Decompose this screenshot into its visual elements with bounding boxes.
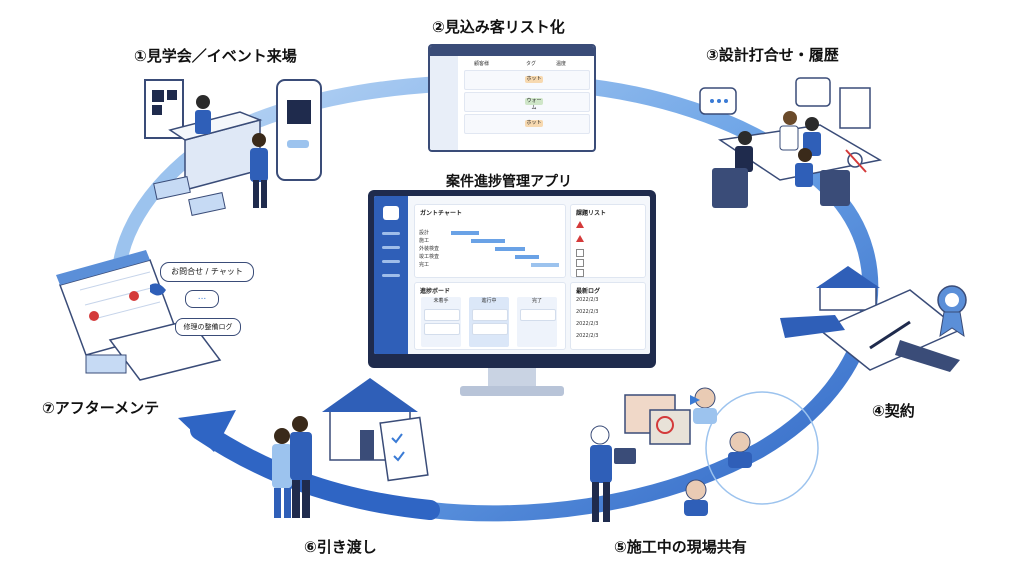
- gantt-row-label: 外装検査: [419, 246, 440, 252]
- sidebar-item[interactable]: [382, 246, 400, 249]
- step-1-label: ①見学会／イベント来場: [134, 47, 297, 65]
- kanban-column-title: 未着手: [433, 298, 449, 304]
- issues-title: 課題リスト: [576, 210, 607, 217]
- chat-bubble: お問合せ / チャット: [160, 262, 254, 282]
- handover-illustration: [272, 378, 429, 518]
- kanban-column-title: 完了: [531, 298, 542, 304]
- gantt-panel: ガントチャート 設計 施工 外装検査 竣工検査 完工: [414, 204, 566, 278]
- lead-row: ウォーム: [464, 92, 590, 112]
- cycle-arrowhead: [178, 410, 236, 452]
- step-5-label: ⑤施工中の現場共有: [614, 538, 747, 556]
- step-6-label: ⑥引き渡し: [304, 538, 377, 556]
- app-screen: ガントチャート 設計 施工 外装検査 竣工検査 完工 課題リスト: [374, 196, 650, 354]
- lead-tag: ウォーム: [525, 98, 543, 111]
- gantt-bar: [515, 255, 539, 259]
- meeting-illustration: [699, 77, 883, 208]
- kanban-panel: 進捗ボード 未着手 進行中 完了: [414, 282, 566, 350]
- lead-col-temp: 温度: [556, 61, 567, 67]
- step-7-label: ⑦アフターメンテ: [42, 399, 160, 417]
- kanban-card[interactable]: [520, 309, 556, 321]
- log-panel: 最新ログ 2022/2/3 2022/2/3 2022/2/3 2022/2/3: [570, 282, 646, 350]
- gantt-bar: [451, 231, 479, 235]
- log-title: 最新ログ: [576, 288, 601, 295]
- sidebar-item[interactable]: [382, 232, 400, 235]
- lead-list-titlebar: [430, 46, 594, 56]
- checkbox-icon[interactable]: [576, 259, 584, 267]
- lead-col-customer: 顧客様: [474, 61, 490, 67]
- lead-tag: ホット: [525, 120, 543, 127]
- kanban-column: 未着手: [421, 297, 461, 347]
- gantt-title: ガントチャート: [420, 210, 462, 217]
- lead-row: ホット: [464, 114, 590, 134]
- sidebar-item[interactable]: [382, 260, 400, 263]
- monitor-base: [460, 386, 564, 396]
- kanban-column: 進行中: [469, 297, 509, 347]
- lead-tag: ホット: [525, 76, 543, 83]
- kanban-card[interactable]: [424, 309, 460, 321]
- lead-col-tag: タグ: [526, 61, 537, 67]
- checkbox-icon[interactable]: [576, 249, 584, 257]
- lead-list-window: 顧客様 タグ 温度 ホット ウォーム ホット: [428, 44, 596, 152]
- kanban-column-title: 進行中: [481, 298, 497, 304]
- event-booth-illustration: [144, 79, 322, 216]
- gantt-row-label: 設計: [419, 230, 430, 236]
- lead-row: ホット: [464, 70, 590, 90]
- warning-icon: [576, 221, 584, 228]
- gantt-bar: [531, 263, 559, 267]
- sidebar-item[interactable]: [382, 274, 400, 277]
- app-logo-icon: [383, 206, 399, 220]
- maintenance-log-bubble: 修理の整備ログ: [175, 318, 241, 336]
- kanban-card[interactable]: [472, 323, 508, 335]
- issues-panel: 課題リスト: [570, 204, 646, 278]
- checkbox-icon[interactable]: [576, 269, 584, 277]
- gantt-bar: [471, 239, 505, 243]
- site-sharing-illustration: [590, 387, 819, 522]
- app-sidebar: [374, 196, 408, 354]
- lead-list-sidebar: [430, 56, 458, 150]
- chat-bubble-typing: ...: [185, 290, 219, 308]
- step-2-label: ②見込み客リスト化: [432, 18, 565, 36]
- log-date: 2022/2/3: [576, 321, 599, 327]
- gantt-row-label: 完工: [419, 262, 430, 268]
- center-app-title: 案件進捗管理アプリ: [446, 174, 572, 190]
- gantt-row-label: 施工: [419, 238, 430, 244]
- kanban-title: 進捗ボード: [420, 288, 451, 295]
- log-date: 2022/2/3: [576, 297, 599, 303]
- log-date: 2022/2/3: [576, 333, 599, 339]
- log-date: 2022/2/3: [576, 309, 599, 315]
- monitor: ガントチャート 設計 施工 外装検査 竣工検査 完工 課題リスト: [368, 190, 656, 368]
- step-4-label: ④契約: [872, 402, 915, 420]
- contract-illustration: [780, 266, 967, 372]
- gantt-row-label: 竣工検査: [419, 254, 440, 260]
- kanban-card[interactable]: [424, 323, 460, 335]
- gantt-bar: [495, 247, 525, 251]
- maintenance-illustration: [56, 250, 222, 381]
- kanban-column: 完了: [517, 297, 557, 347]
- step-3-label: ③設計打合せ・履歴: [706, 46, 839, 64]
- warning-icon: [576, 235, 584, 242]
- kanban-card[interactable]: [472, 309, 508, 321]
- monitor-stand: [488, 368, 536, 388]
